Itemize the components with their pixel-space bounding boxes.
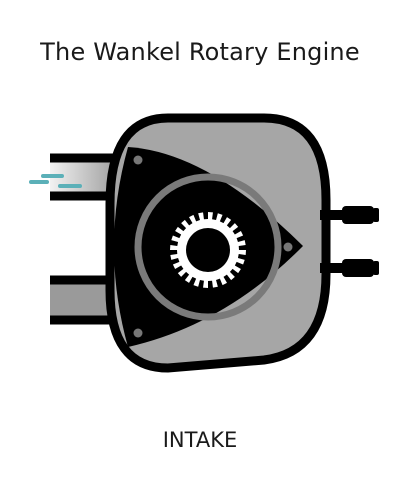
output-gear (170, 212, 246, 288)
page-title: The Wankel Rotary Engine (40, 38, 360, 66)
apex-seal-right (283, 242, 293, 252)
output-gear-hub (186, 228, 230, 272)
apex-seal-top (133, 155, 143, 165)
intake-flow-lines (29, 174, 82, 188)
stage-label: INTAKE (162, 428, 238, 452)
spark-plug-icon (320, 206, 379, 224)
apex-seal-bottom (133, 328, 143, 338)
rotor-ring (134, 173, 282, 321)
spark-plug-icon (320, 259, 379, 277)
